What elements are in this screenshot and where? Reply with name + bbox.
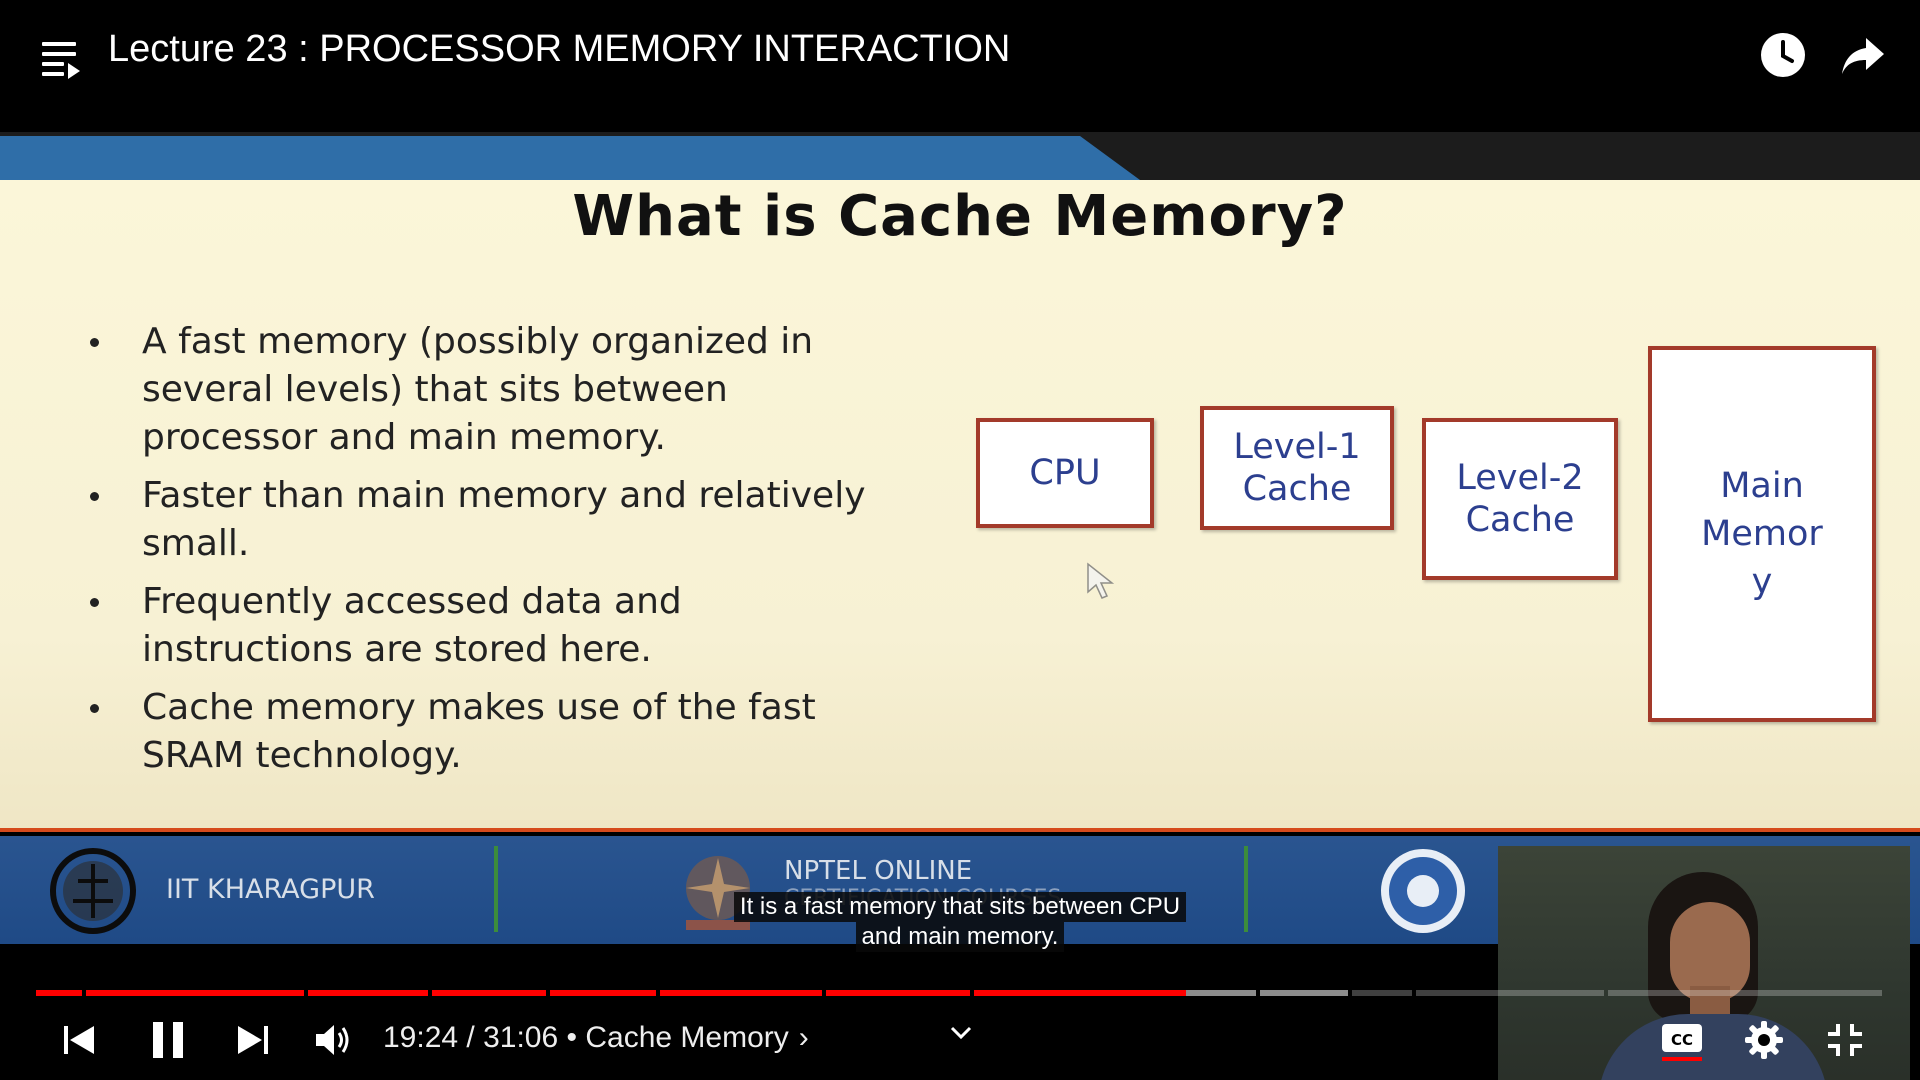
- volume-icon: [316, 1025, 349, 1055]
- share-arrow-icon: [1842, 38, 1884, 74]
- bullet-dot: [90, 598, 99, 607]
- progress-chapter-segment: [432, 990, 546, 996]
- level1-cache-box: Level-1 Cache: [1200, 406, 1394, 530]
- main-memory-label-line: Main: [1720, 466, 1804, 506]
- progress-chapter-segment: [974, 990, 1186, 996]
- settings-button[interactable]: [1744, 1020, 1784, 1060]
- lecture-slide: What is Cache Memory? A fast memory (pos…: [0, 132, 1920, 832]
- caption-line: It is a fast memory that sits between CP…: [733, 892, 1187, 922]
- playlist-icon-line: [42, 62, 64, 66]
- slide-bullet: Frequently accessed data and instruction…: [82, 578, 902, 674]
- current-time: 19:24: [383, 1021, 459, 1055]
- cc-icon: CC: [1662, 1024, 1702, 1061]
- pause-button[interactable]: [150, 1020, 186, 1060]
- caption-line: and main memory.: [855, 922, 1065, 952]
- bullet-dot: [90, 338, 99, 347]
- slide-bullet: Cache memory makes use of the fast SRAM …: [82, 684, 902, 780]
- clock-icon: [1761, 33, 1805, 77]
- bullet-dot: [90, 704, 99, 713]
- footer-divider: [1244, 846, 1248, 932]
- pause-icon: [153, 1022, 183, 1058]
- slide-bullet-list: A fast memory (possibly organized in sev…: [82, 318, 902, 790]
- level1-cache-label-line: Level-1: [1233, 427, 1361, 467]
- time-separator: /: [458, 1021, 484, 1055]
- footer-divider: [494, 846, 498, 932]
- svg-text:CC: CC: [1671, 1031, 1693, 1049]
- video-title[interactable]: Lecture 23 : PROCESSOR MEMORY INTERACTIO…: [108, 28, 1011, 70]
- presenter-face: [1670, 902, 1750, 1002]
- slide-footer-red-line: [0, 828, 1920, 832]
- nptel-online-text: NPTEL ONLINE: [784, 856, 973, 886]
- progress-chapter-segment: [1352, 990, 1412, 996]
- progress-chapter-segment: [86, 990, 304, 996]
- main-memory-label-line: Memor: [1701, 514, 1823, 554]
- slide-bullet: A fast memory (possibly organized in sev…: [82, 318, 902, 462]
- previous-button[interactable]: [62, 1022, 96, 1058]
- level2-cache-label-line: Level-2: [1456, 458, 1584, 498]
- skip-next-icon: [238, 1026, 268, 1054]
- chapters-dropdown-button[interactable]: [948, 1024, 974, 1042]
- chapter-chevron-icon: ›: [798, 1021, 809, 1055]
- gear-icon: [1745, 1021, 1783, 1059]
- progress-chapter-segment: [1608, 990, 1882, 996]
- slide-bullet-text: Faster than main memory and relatively s…: [142, 475, 866, 564]
- slide-top-blue-band: [0, 136, 1140, 180]
- main-memory-label-line: y: [1751, 562, 1773, 602]
- chevron-down-icon: [950, 1026, 972, 1040]
- progress-chapter-segment: [826, 990, 970, 996]
- player-control-bar: CC: [0, 1010, 1920, 1080]
- iit-kharagpur-text: IIT KHARAGPUR: [166, 874, 375, 905]
- mhrd-logo: [1381, 849, 1465, 933]
- iit-kharagpur-logo: [50, 848, 136, 934]
- exit-fullscreen-icon: [1828, 1024, 1862, 1056]
- playlist-button[interactable]: [38, 36, 84, 80]
- chapter-title[interactable]: Cache Memory: [585, 1021, 789, 1055]
- cpu-box: CPU: [976, 418, 1154, 528]
- level2-cache-label-line: Cache: [1465, 500, 1575, 540]
- progress-bar[interactable]: [36, 990, 1882, 996]
- share-button[interactable]: [1840, 34, 1886, 78]
- level1-cache-label: Level-1 Cache: [1233, 426, 1360, 510]
- main-memory-label: Main Memor y: [1701, 462, 1823, 606]
- skip-previous-icon: [64, 1026, 94, 1054]
- exit-fullscreen-button[interactable]: [1826, 1022, 1864, 1058]
- playlist-icon-play: [68, 63, 80, 79]
- watch-later-button[interactable]: [1760, 32, 1806, 78]
- playlist-icon-line: [42, 72, 64, 76]
- slide-heading: What is Cache Memory?: [572, 184, 1348, 249]
- volume-button[interactable]: [314, 1022, 354, 1058]
- next-button[interactable]: [236, 1022, 270, 1058]
- presenter-webcam: [1498, 846, 1910, 1080]
- progress-chapter-segment: [1260, 990, 1348, 996]
- progress-chapter-segment: [1186, 990, 1256, 996]
- playlist-icon-line: [42, 52, 76, 56]
- progress-chapter-segment: [550, 990, 656, 996]
- bullet-dot: [90, 492, 99, 501]
- mouse-cursor-icon: [1087, 562, 1115, 599]
- slide-bullet-text: A fast memory (possibly organized in sev…: [142, 321, 814, 458]
- playlist-icon: [42, 42, 76, 46]
- slide-bullet-text: Cache memory makes use of the fast SRAM …: [142, 687, 816, 776]
- time-and-chapter[interactable]: 19:24 / 31:06 • Cache Memory ›: [383, 1020, 809, 1055]
- level2-cache-label: Level-2 Cache: [1456, 457, 1583, 541]
- level2-cache-box: Level-2 Cache: [1422, 418, 1618, 580]
- closed-captions[interactable]: It is a fast memory that sits between CP…: [0, 892, 1920, 952]
- slide-bullet-text: Frequently accessed data and instruction…: [142, 581, 682, 670]
- player-top-bar: Lecture 23 : PROCESSOR MEMORY INTERACTIO…: [0, 0, 1920, 110]
- duration: 31:06: [483, 1021, 559, 1055]
- slide-bullet: Faster than main memory and relatively s…: [82, 472, 902, 568]
- progress-chapter-segment: [308, 990, 428, 996]
- progress-chapter-segment: [36, 990, 82, 996]
- progress-chapter-segment: [1416, 990, 1604, 996]
- subtitles-button[interactable]: CC: [1660, 1020, 1704, 1062]
- main-memory-box: Main Memor y: [1648, 346, 1876, 722]
- level1-cache-label-line: Cache: [1242, 469, 1352, 509]
- chapter-separator: •: [558, 1021, 586, 1055]
- cpu-box-label: CPU: [1029, 453, 1101, 493]
- progress-chapter-segment: [660, 990, 822, 996]
